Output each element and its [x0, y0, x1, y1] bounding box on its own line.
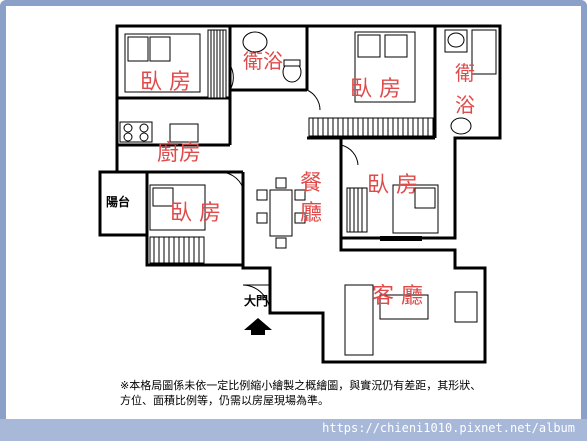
label-kitchen: 廚房: [157, 141, 201, 166]
closets: [149, 29, 434, 264]
label-balcony: 陽台: [106, 194, 130, 209]
watermark-url: https://chieni1010.pixnet.net/album: [322, 421, 575, 435]
beds: [124, 31, 439, 234]
label-bedroom-mid-right: 臥 房: [367, 173, 418, 198]
label-entrance: 大門: [244, 293, 268, 308]
disclaimer-note: ※本格局圖係未依一定比例縮小繪製之概繪圖，與實況仍有差距，其形狀、方位、面積比例…: [120, 379, 482, 407]
dining-table: [256, 177, 306, 249]
label-bedroom-top-mid: 臥 房: [350, 77, 401, 102]
label-bedroom-bottom-left: 臥 房: [170, 201, 221, 226]
closet-hatching: [153, 30, 429, 263]
label-bathroom-right-1: 衛: [455, 61, 475, 85]
label-living-room: 客 廳: [372, 284, 423, 309]
watermark-bar: [0, 419, 587, 441]
door-swings: [217, 64, 359, 314]
kitchen-fixtures: [119, 121, 199, 143]
label-dining-1: 餐: [300, 171, 322, 196]
entrance-arrow-icon: [244, 318, 272, 335]
label-bathroom-top: 衛浴: [243, 49, 283, 73]
tv-stand: [380, 236, 422, 241]
label-dining-2: 廳: [300, 201, 322, 226]
sofa-set: [344, 284, 478, 356]
bathroom-fixtures: [242, 29, 497, 135]
label-bathroom-right-2: 浴: [455, 93, 475, 117]
label-bedroom-top-left: 臥 房: [140, 70, 191, 95]
